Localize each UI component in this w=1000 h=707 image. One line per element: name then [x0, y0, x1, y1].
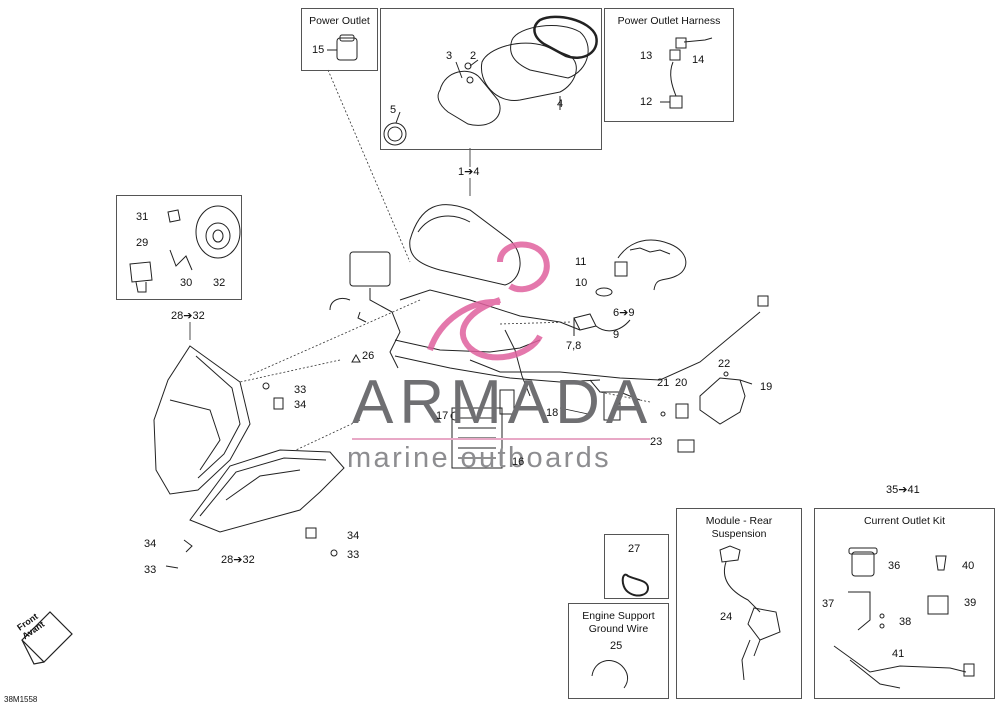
callout-40: 40 — [962, 560, 975, 572]
power-outlet-harness-box: Power Outlet Harness — [604, 8, 734, 122]
engine-support-ground-wire-box: Engine Support Ground Wire — [568, 603, 669, 699]
lanyard-parts — [573, 239, 687, 336]
watermark-subtitle: marine outboards — [347, 442, 612, 474]
current-outlet-kit-box: Current Outlet Kit — [814, 508, 995, 699]
watermark-logo — [427, 241, 550, 361]
callout-37: 37 — [822, 598, 835, 610]
callout-34-a: 34 — [294, 399, 307, 411]
callout-4: 4 — [557, 98, 564, 110]
callout-32: 32 — [213, 277, 226, 289]
box-title: Current Outlet Kit — [863, 515, 946, 527]
callout-25: 25 — [610, 640, 623, 652]
front-arrow — [21, 611, 73, 665]
callout-22: 22 — [718, 358, 731, 370]
callout-16: 16 — [512, 456, 525, 468]
dashed-leader-lines — [239, 69, 651, 451]
box-title: Module - Rear Suspension — [705, 515, 773, 540]
callout-41: 41 — [892, 648, 905, 660]
power-outlet-box: Power Outlet — [301, 8, 378, 71]
callout-9: 9 — [613, 329, 620, 341]
box-title: Power Outlet Harness — [617, 15, 721, 27]
lens-seal-box — [604, 534, 669, 599]
callout-33-a: 33 — [294, 384, 307, 396]
headlight-bulb-box — [116, 195, 242, 300]
power-outlet-part — [327, 34, 358, 61]
callout-27: 27 — [628, 543, 641, 555]
headlight-assemblies — [153, 345, 345, 569]
callout-33-c: 33 — [347, 549, 360, 561]
watermark-divider — [352, 438, 650, 440]
callout-19: 19 — [760, 381, 773, 393]
bracket-parts — [660, 371, 753, 453]
callout-12: 12 — [640, 96, 653, 108]
callout-35-41: 35➔41 — [886, 484, 920, 496]
callout-13: 13 — [640, 50, 653, 62]
callout-20: 20 — [675, 377, 688, 389]
callout-38: 38 — [899, 616, 912, 628]
callout-31: 31 — [136, 211, 149, 223]
gauge-cluster-box — [380, 8, 602, 150]
callout-18: 18 — [546, 407, 559, 419]
callout-24: 24 — [720, 611, 733, 623]
callout-28-32-bottom: 28➔32 — [221, 554, 255, 566]
callout-2: 2 — [470, 50, 477, 62]
main-harness-and-housing — [329, 204, 769, 469]
callout-39: 39 — [964, 597, 977, 609]
callout-36: 36 — [888, 560, 901, 572]
callout-34-c: 34 — [347, 530, 360, 542]
box-title: Engine Support Ground Wire — [582, 610, 655, 635]
box-parts — [591, 545, 975, 689]
gauge-cluster-parts — [383, 15, 598, 146]
diagram-id: 38M1558 — [4, 695, 38, 704]
leader-lines — [189, 148, 589, 415]
callout-33-b: 33 — [144, 564, 157, 576]
module-rear-suspension-box: Module - Rear Suspension — [676, 508, 802, 699]
headlight-bulb-parts — [129, 205, 241, 293]
callout-5: 5 — [390, 104, 397, 116]
callout-1-4: 1➔4 — [458, 166, 480, 178]
callout-29: 29 — [136, 237, 149, 249]
callout-26: 26 — [362, 350, 375, 362]
box-title: Power Outlet — [309, 15, 370, 27]
callout-14: 14 — [692, 54, 705, 66]
power-outlet-harness-parts — [660, 37, 713, 109]
callout-3: 3 — [446, 50, 453, 62]
callout-6-9: 6➔9 — [613, 307, 635, 319]
callout-23: 23 — [650, 436, 663, 448]
callout-11: 11 — [575, 256, 587, 268]
callout-28-32-top: 28➔32 — [171, 310, 205, 322]
callout-34-b: 34 — [144, 538, 157, 550]
callout-15: 15 — [312, 44, 325, 56]
callout-7-8: 7,8 — [566, 340, 582, 352]
watermark-title: ARMADA — [352, 368, 654, 437]
callout-10: 10 — [575, 277, 588, 289]
callout-30: 30 — [180, 277, 193, 289]
callout-21: 21 — [657, 377, 670, 389]
callout-17: 17 — [436, 410, 449, 422]
